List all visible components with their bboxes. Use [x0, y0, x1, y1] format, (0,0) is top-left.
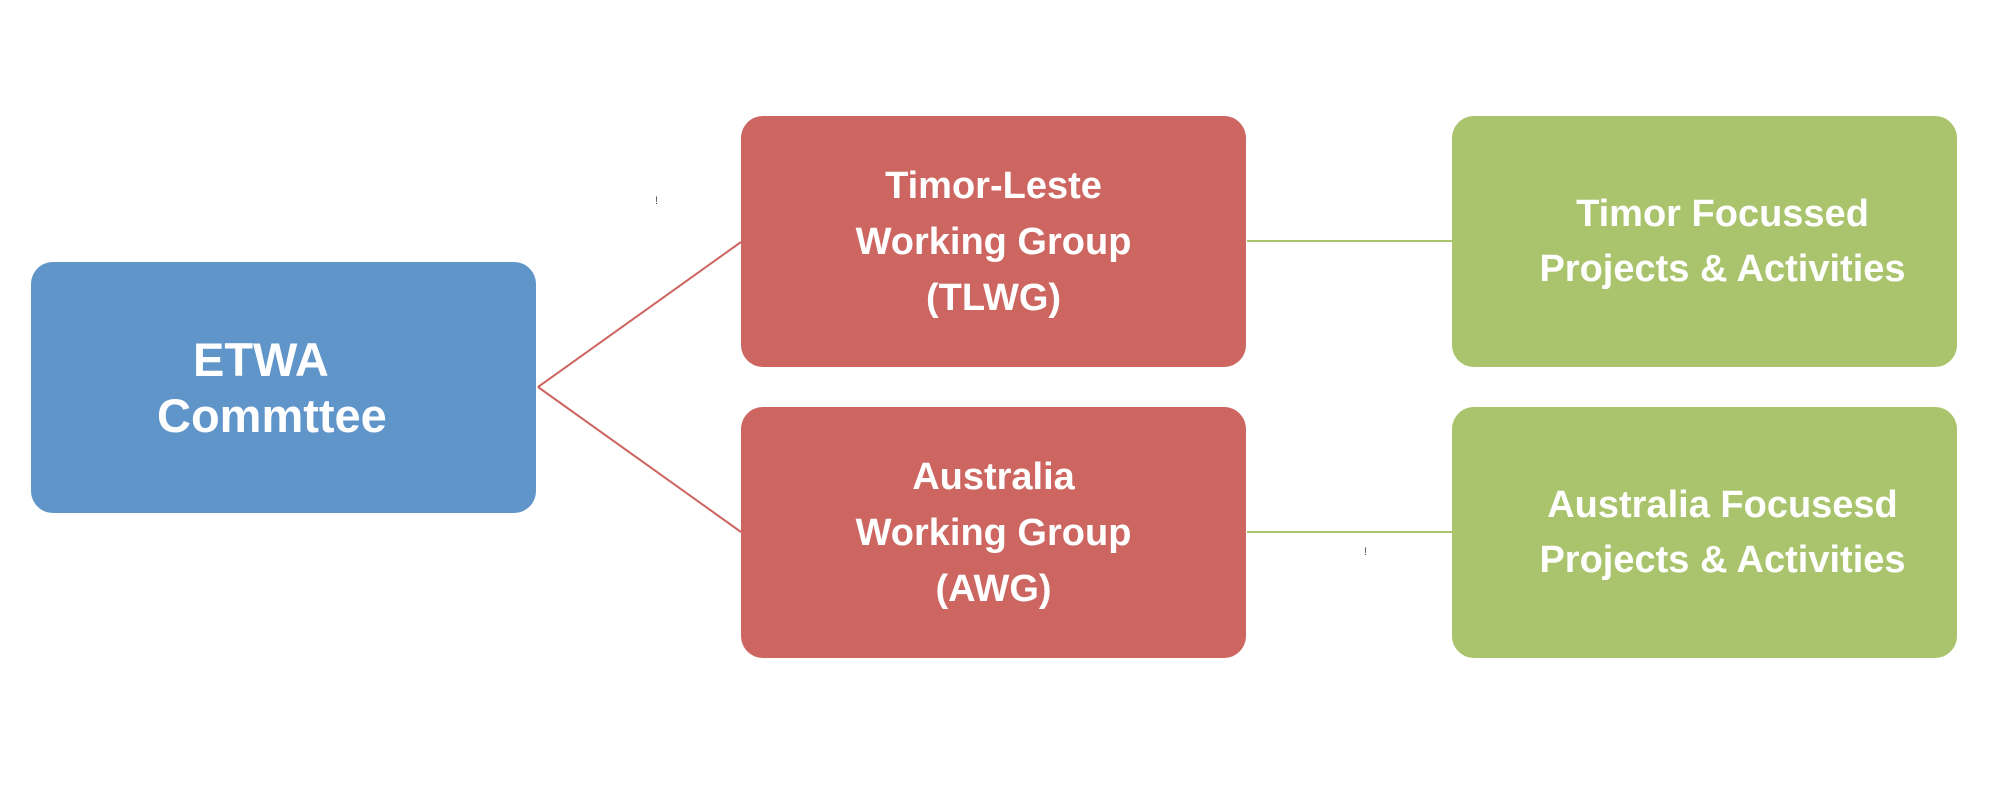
australia-projects-box: Australia Focusesd Projects & Activities: [1452, 407, 1957, 658]
timor-projects-box: Timor Focussed Projects & Activities: [1452, 116, 1957, 367]
marker-2: !: [1364, 546, 1368, 558]
connector-root-to-awg: [537, 386, 742, 533]
awg-line-1: Australia: [912, 455, 1075, 498]
awg-line-3: (AWG): [935, 567, 1052, 610]
tlwg-box: Timor-Leste Working Group (TLWG): [741, 116, 1246, 367]
etwa-committee-line-2: Commttee: [157, 388, 387, 442]
tlwg-line-2: Working Group: [855, 220, 1132, 263]
timor-projects-line-2: Projects & Activities: [1539, 247, 1906, 290]
connector-root-to-tlwg: [537, 241, 742, 388]
australia-projects-line-2: Projects & Activities: [1539, 538, 1906, 581]
tlwg-line-1: Timor-Leste: [885, 164, 1102, 207]
awg-box: Australia Working Group (AWG): [741, 407, 1246, 658]
etwa-committee-line-1: ETWA: [193, 332, 329, 386]
tlwg-line-3: (TLWG): [925, 276, 1062, 319]
australia-projects-line-1: Australia Focusesd: [1547, 483, 1898, 526]
awg-line-2: Working Group: [855, 511, 1132, 554]
marker-1: !: [655, 195, 659, 207]
timor-projects-line-1: Timor Focussed: [1576, 192, 1869, 235]
etwa-committee-box: ETWA Commttee: [31, 262, 536, 513]
